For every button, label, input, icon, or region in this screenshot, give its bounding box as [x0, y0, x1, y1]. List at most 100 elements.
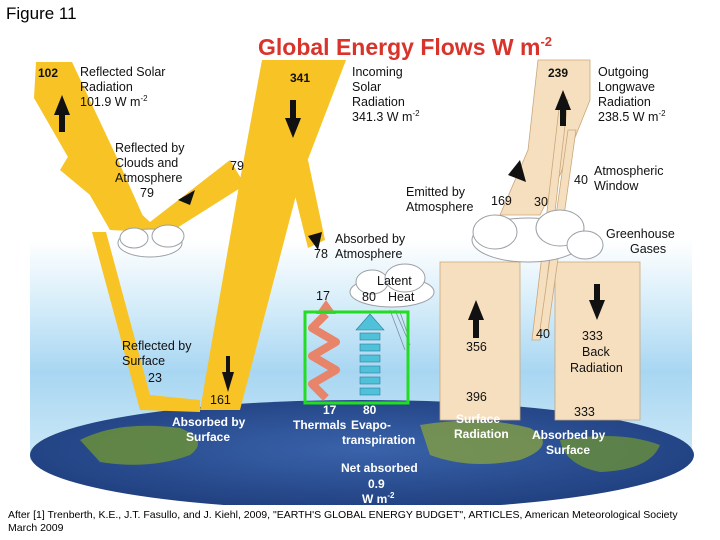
absorbed-atmosphere-band	[290, 160, 325, 248]
incoming-solar-label: 341 Incoming Solar Radiation 341.3 W m-2	[290, 65, 420, 124]
svg-text:Thermals: Thermals	[293, 418, 347, 432]
svg-text:40: 40	[536, 327, 550, 341]
svg-text:238.5 W m-2: 238.5 W m-2	[598, 109, 666, 124]
earth-surface	[30, 400, 694, 505]
svg-text:Reflected by: Reflected by	[122, 339, 192, 353]
svg-text:Solar: Solar	[352, 80, 381, 94]
energy-flow-diagram: Global Energy Flows W m-2	[30, 34, 694, 505]
svg-text:Greenhouse: Greenhouse	[606, 227, 675, 241]
surface-bottom-labels: Absorbed by Surface 17 Thermals 80 Evapo…	[172, 403, 606, 457]
svg-text:333: 333	[582, 329, 603, 343]
svg-text:239: 239	[548, 66, 568, 80]
thermals-flow	[308, 311, 340, 401]
svg-text:80: 80	[363, 403, 377, 417]
svg-text:23: 23	[148, 371, 162, 385]
arrow-up-outgoing	[555, 90, 571, 126]
svg-text:Heat: Heat	[388, 290, 415, 304]
svg-text:169: 169	[491, 194, 512, 208]
svg-text:Radiation: Radiation	[598, 95, 651, 109]
svg-text:Atmosphere: Atmosphere	[115, 171, 182, 185]
svg-text:Window: Window	[594, 179, 639, 193]
svg-text:80: 80	[362, 290, 376, 304]
svg-text:30: 30	[534, 195, 548, 209]
svg-text:Incoming: Incoming	[352, 65, 403, 79]
svg-text:Radiation: Radiation	[80, 80, 133, 94]
svg-text:161: 161	[210, 393, 231, 407]
svg-text:79: 79	[140, 186, 154, 200]
emitted-atmosphere-label: Emitted by Atmosphere 169 30	[406, 185, 548, 214]
svg-text:396: 396	[466, 390, 487, 404]
arrow-up-reflected	[54, 95, 70, 132]
earth-landmass	[560, 436, 660, 472]
svg-text:Absorbed by: Absorbed by	[335, 232, 406, 246]
citation-caption: After [1] Trenberth, K.E., J.T. Fasullo,…	[8, 509, 678, 534]
cloud-latent-heat	[349, 263, 435, 308]
svg-text:79: 79	[230, 159, 244, 173]
outgoing-longwave-label: 239 Outgoing Longwave Radiation 238.5 W …	[548, 65, 666, 124]
svg-text:Net absorbed: Net absorbed	[341, 461, 418, 475]
atmospheric-window-label: 40 Atmospheric Window	[574, 164, 663, 193]
figure-label: Figure 11	[6, 4, 77, 23]
arrow-down-back-rad	[589, 284, 605, 320]
reflected-surface-label: Reflected by Surface 23 161	[122, 339, 231, 407]
surface-radiation-band	[439, 261, 521, 421]
svg-text:Absorbed by: Absorbed by	[532, 428, 606, 442]
svg-text:Surface: Surface	[186, 430, 230, 444]
arrow-down-absorbed-atm	[308, 232, 322, 250]
svg-text:Outgoing: Outgoing	[598, 65, 649, 79]
svg-text:40: 40	[574, 173, 588, 187]
svg-text:Atmospheric: Atmospheric	[594, 164, 663, 178]
greenhouse-gases-label: Greenhouse Gases	[606, 227, 675, 256]
svg-text:Reflected by: Reflected by	[115, 141, 185, 155]
svg-text:transpiration: transpiration	[342, 433, 415, 447]
surface-radiation-values: 356 40 333 Back Radiation 396 333	[466, 327, 623, 419]
reflected-solar-label: 102 Reflected Solar Radiation 101.9 W m-…	[38, 65, 165, 109]
svg-text:Back: Back	[582, 345, 611, 359]
svg-text:Emitted by: Emitted by	[406, 185, 466, 199]
svg-text:17: 17	[316, 289, 330, 303]
svg-text:17: 17	[323, 403, 337, 417]
svg-text:Surface: Surface	[546, 443, 590, 457]
svg-text:Longwave: Longwave	[598, 80, 655, 94]
svg-text:102: 102	[38, 66, 58, 80]
latent-heat-flow	[355, 313, 385, 396]
svg-text:Atmosphere: Atmosphere	[406, 200, 473, 214]
svg-text:341.3 W m-2: 341.3 W m-2	[352, 109, 420, 124]
svg-text:Surface: Surface	[122, 354, 165, 368]
svg-text:Clouds and: Clouds and	[115, 156, 178, 170]
svg-text:78: 78	[314, 247, 328, 261]
svg-text:0.9: 0.9	[368, 477, 385, 491]
highlight-box	[303, 310, 410, 405]
diagram-title: Global Energy Flows W m-2	[258, 34, 552, 60]
svg-text:Radiation: Radiation	[570, 361, 623, 375]
svg-text:Latent: Latent	[377, 274, 412, 288]
incoming-solar-band	[200, 60, 346, 410]
arrow-down-surface	[222, 356, 234, 392]
arrow-down-incoming	[285, 100, 301, 138]
arrow-up-surface-rad	[468, 300, 484, 338]
svg-text:333: 333	[574, 405, 595, 419]
svg-text:101.9 W m-2: 101.9 W m-2	[80, 94, 148, 109]
reflected-clouds-band	[60, 150, 245, 245]
reflected-surface-band	[92, 232, 200, 412]
svg-text:341: 341	[290, 71, 310, 85]
net-absorbed-label: Net absorbed 0.9 W m-2	[341, 461, 418, 505]
svg-text:Reflected Solar: Reflected Solar	[80, 65, 165, 79]
arrow-up-emitted	[508, 160, 526, 182]
reflected-clouds-label: Reflected by Clouds and Atmosphere 79 79	[115, 141, 244, 200]
arrow-down-left-clouds	[178, 190, 195, 205]
svg-text:Gases: Gases	[630, 242, 666, 256]
absorbed-atmosphere-label: Absorbed by 78 Atmosphere	[314, 232, 406, 261]
svg-text:Evapo-: Evapo-	[351, 418, 391, 432]
svg-text:Atmosphere: Atmosphere	[335, 247, 402, 261]
svg-text:Radiation: Radiation	[454, 427, 509, 441]
earth-landmass	[80, 425, 198, 465]
latent-heat-label: Latent 80 Heat 17	[316, 274, 415, 304]
svg-text:Radiation: Radiation	[352, 95, 405, 109]
svg-text:Surface: Surface	[456, 412, 500, 426]
flow-arrows	[54, 90, 605, 392]
svg-text:W m-2: W m-2	[362, 491, 395, 505]
svg-text:356: 356	[466, 340, 487, 354]
cloud-left	[117, 224, 185, 258]
earth-landmass	[420, 420, 543, 464]
